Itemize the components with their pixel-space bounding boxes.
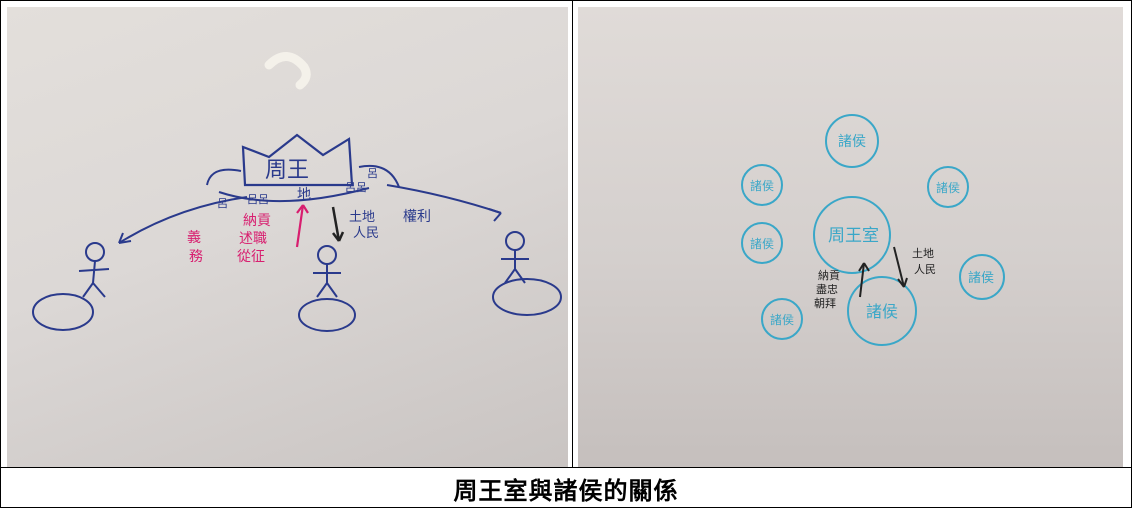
svg-text:土地: 土地 xyxy=(912,247,934,260)
svg-text:呂呂: 呂呂 xyxy=(247,193,269,206)
vassal-bubble-left xyxy=(741,222,783,264)
duty-2: 述職 xyxy=(239,231,267,247)
svg-text:呂呂: 呂呂 xyxy=(345,181,367,194)
column-divider xyxy=(572,0,573,467)
duties-label-1: 義 xyxy=(187,229,201,246)
figure-caption: 周王室與諸侯的關係 xyxy=(453,475,679,505)
svg-text:朝拜: 朝拜 xyxy=(814,297,836,310)
vassal-figure-center xyxy=(298,245,356,332)
crown-box xyxy=(241,133,354,187)
vassal-bubble-lower-left xyxy=(761,298,803,340)
svg-text:諸侯: 諸侯 xyxy=(750,236,774,251)
duties-label-2: 務 xyxy=(189,249,203,265)
vassal-figure-left xyxy=(32,242,110,331)
grant-2: 人民 xyxy=(353,226,379,241)
svg-text:諸侯: 諸侯 xyxy=(866,302,898,321)
vassal-bubble-upper-right xyxy=(927,166,969,208)
right-sketch-photo: 諸侯 諸侯 諸侯 諸侯 諸侯 諸侯 諸侯 周王室 土地 人民 納貢 盡忠 朝拜 xyxy=(578,7,1123,467)
duty-1: 納貢 xyxy=(243,213,271,229)
left-sketch-photo: 周王 呂 呂呂 呂呂 呂 地 納貢 述職 從征 義 務 土地 人民 權利 xyxy=(7,7,568,467)
vassal-figure-right xyxy=(492,231,562,316)
svg-text:諸侯: 諸侯 xyxy=(968,270,994,286)
grant-1: 土地 xyxy=(349,210,375,225)
svg-text:盡忠: 盡忠 xyxy=(816,282,838,296)
vassal-bubble-upper-left xyxy=(741,164,783,206)
vassal-bubble-right xyxy=(959,254,1005,300)
svg-text:諸侯: 諸侯 xyxy=(936,180,960,195)
king-label: 周王 xyxy=(265,158,309,183)
svg-text:諸侯: 諸侯 xyxy=(750,178,774,193)
ground-label: 地 xyxy=(297,187,311,203)
center-label: 周王室 xyxy=(828,226,879,246)
center-bubble xyxy=(813,196,891,274)
vassal-bubble-top xyxy=(825,114,879,168)
svg-text:諸侯: 諸侯 xyxy=(770,312,794,327)
svg-text:呂: 呂 xyxy=(217,197,228,210)
svg-text:人民: 人民 xyxy=(914,263,936,276)
caption-divider xyxy=(0,467,1132,468)
vassal-bubble-lower xyxy=(847,276,917,346)
svg-text:納貢: 納貢 xyxy=(818,269,840,282)
svg-text:諸侯: 諸侯 xyxy=(838,134,866,150)
svg-text:呂: 呂 xyxy=(367,167,378,180)
authority-label: 權利 xyxy=(403,209,431,225)
duty-3: 從征 xyxy=(237,249,265,265)
